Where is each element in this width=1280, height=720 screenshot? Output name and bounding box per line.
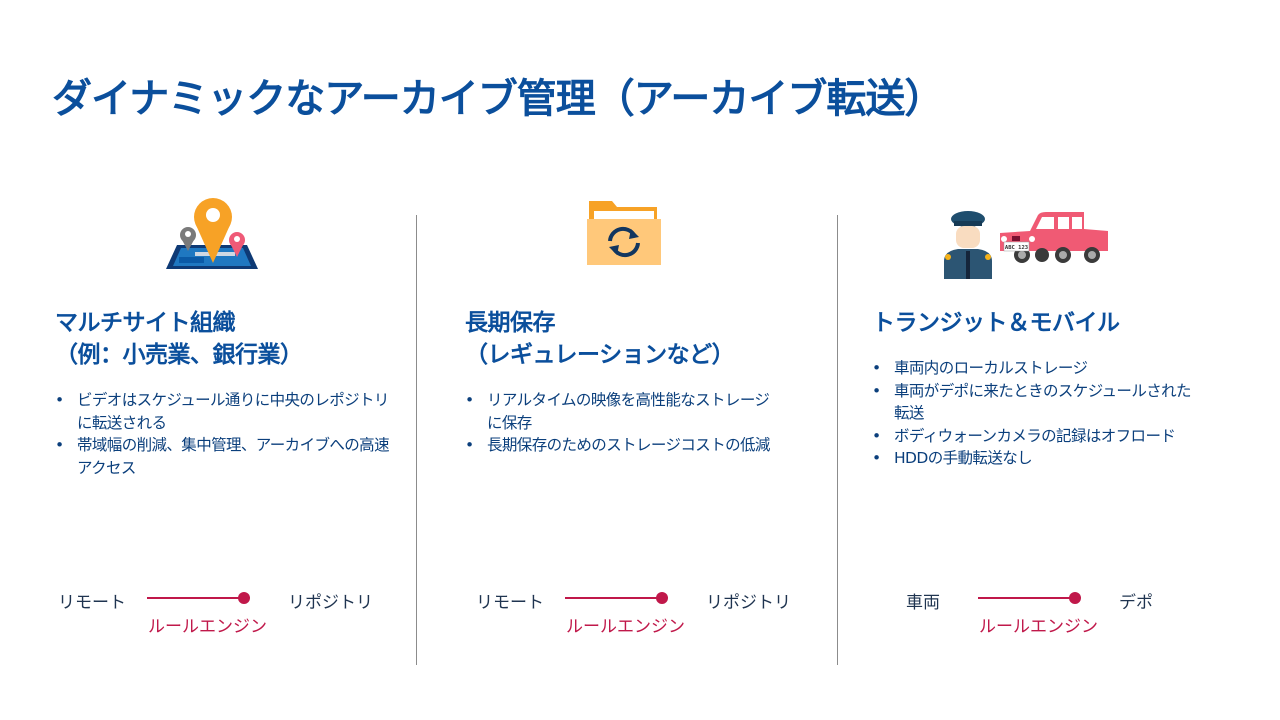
bullet-item: 帯域幅の削減、集中管理、アーカイブへの高速アクセス xyxy=(55,434,400,479)
flow-dot xyxy=(1069,592,1081,604)
bullet-item: リアルタイムの映像を高性能なストレージに保存 xyxy=(465,389,775,434)
bullet-list: 車両内のローカルストレージ 車両がデポに来たときのスケジュールされた転送 ボディ… xyxy=(872,357,1202,470)
bullet-item: ビデオはスケジュール通りに中央のレポジトリに転送される xyxy=(55,389,400,434)
slide-title: ダイナミックなアーカイブ管理（アーカイブ転送） xyxy=(52,76,944,122)
bullet-list: ビデオはスケジュール通りに中央のレポジトリに転送される 帯域幅の削減、集中管理、… xyxy=(55,389,400,479)
rule-engine-label: ルールエンジン xyxy=(148,617,267,637)
rule-engine-flow: リモート リポジトリ ルールエンジン xyxy=(55,583,395,637)
column-divider xyxy=(416,215,417,665)
police-car-icon: ABC 123 xyxy=(944,211,1108,279)
bullet-item: 車両内のローカルストレージ xyxy=(872,357,1202,380)
flow-source: リモート xyxy=(476,593,544,613)
bullet-item: ボディウォーンカメラの記録はオフロード xyxy=(872,425,1202,448)
flow-dot xyxy=(656,592,668,604)
flow-source: リモート xyxy=(58,593,126,613)
flow-target: リポジトリ xyxy=(706,593,791,613)
column-divider xyxy=(837,215,838,665)
column-heading: マルチサイト組織 （例：小売業、銀行業） xyxy=(55,310,303,368)
license-plate xyxy=(1003,241,1030,252)
bullet-item: 長期保存のためのストレージコストの低減 xyxy=(465,434,775,457)
flow-line xyxy=(565,597,662,599)
rule-engine-flow: リモート リポジトリ ルールエンジン xyxy=(473,583,813,637)
flow-line xyxy=(147,597,244,599)
map-pins-icon xyxy=(166,198,258,269)
rule-engine-label: ルールエンジン xyxy=(979,617,1098,637)
folder-sync-icon xyxy=(587,201,661,265)
column-heading: トランジット＆モバイル xyxy=(872,310,1120,336)
bullet-item: 車両がデポに来たときのスケジュールされた転送 xyxy=(872,380,1202,425)
bullet-list: リアルタイムの映像を高性能なストレージに保存 長期保存のためのストレージコストの… xyxy=(465,389,775,457)
flow-dot xyxy=(238,592,250,604)
rule-engine-flow: 車両 デポ ルールエンジン xyxy=(886,583,1226,637)
column-heading: 長期保存 （レギュレーションなど） xyxy=(465,310,735,368)
flow-target: リポジトリ xyxy=(288,593,373,613)
flow-line xyxy=(978,597,1075,599)
flow-source: 車両 xyxy=(906,593,940,613)
bullet-item: HDDの手動転送なし xyxy=(872,447,1202,470)
rule-engine-label: ルールエンジン xyxy=(566,617,685,637)
flow-target: デポ xyxy=(1119,593,1153,613)
license-plate-text: ABC 123 xyxy=(1005,245,1028,251)
